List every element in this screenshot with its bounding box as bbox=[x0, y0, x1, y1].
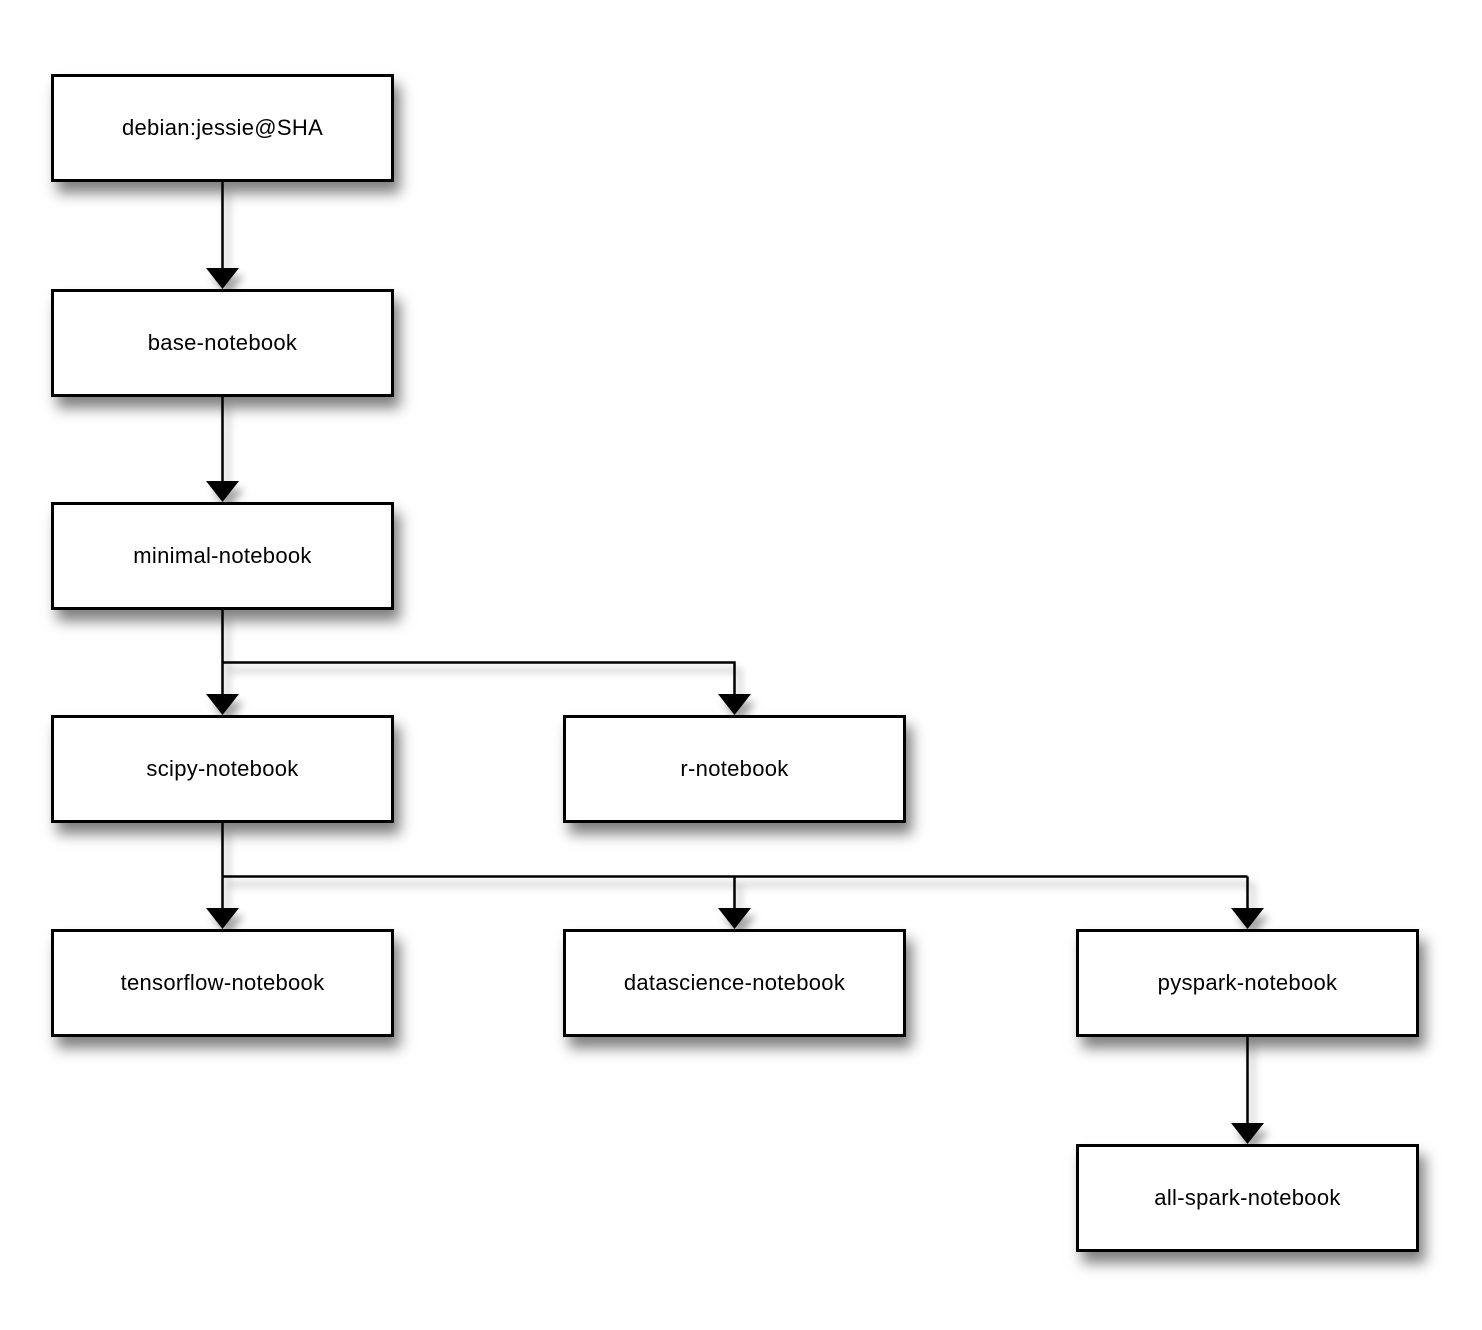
edge-base-to-minimal bbox=[206, 397, 239, 502]
node-debian-jessie-sha: debian:jessie@SHA bbox=[51, 74, 394, 182]
edge-debian-to-base bbox=[206, 182, 239, 289]
edge-minimal-to-scipy bbox=[206, 610, 239, 715]
edge-scipy-to-tensorflow bbox=[206, 823, 239, 929]
node-base-notebook: base-notebook bbox=[51, 289, 394, 397]
node-pyspark-notebook: pyspark-notebook bbox=[1076, 929, 1419, 1037]
node-r-notebook: r-notebook bbox=[563, 715, 906, 823]
node-datascience-notebook: datascience-notebook bbox=[563, 929, 906, 1037]
node-minimal-notebook: minimal-notebook bbox=[51, 502, 394, 610]
node-scipy-notebook: scipy-notebook bbox=[51, 715, 394, 823]
edge-minimal-to-r bbox=[222, 661, 751, 715]
node-all-spark-notebook: all-spark-notebook bbox=[1076, 1144, 1419, 1252]
edge-scipy-to-datascience bbox=[222, 875, 1248, 929]
node-tensorflow-notebook: tensorflow-notebook bbox=[51, 929, 394, 1037]
edge-scipy-to-pyspark bbox=[1231, 876, 1264, 929]
edge-pyspark-to-allspark bbox=[1231, 1037, 1264, 1144]
